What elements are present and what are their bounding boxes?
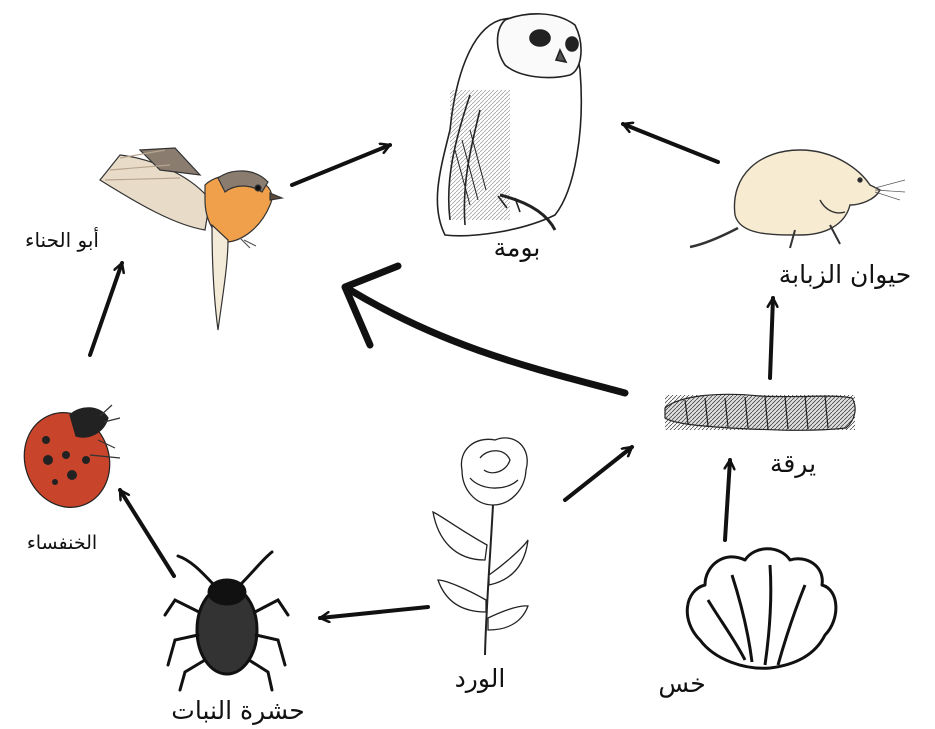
arrow-caterpillar-to-shrew [770,298,773,378]
ladybug-label: الخنفساء [27,532,97,554]
owl-illustration [437,14,581,236]
aphid-label: حشرة النبات [171,696,304,725]
shrew-label: حيوان الزبابة [779,260,911,289]
arrow-rose-to-caterpillar [565,447,632,500]
caterpillar-illustration [665,394,855,430]
rose-illustration [433,438,528,655]
shrew-illustration [690,150,905,248]
arrow-caterpillar-to-robin [345,266,625,393]
robin-illustration [100,148,282,330]
arrow-aphid-to-ladybug [120,490,174,576]
caterpillar-label: يرقة [770,449,816,478]
arrow-lettuce-to-caterpillar [725,460,730,540]
ladybug-illustration [11,401,123,520]
owl-label: بومة [494,233,541,262]
rose-label: الورد [455,664,506,693]
robin-label: أبو الحناء [25,227,99,252]
arrow-ladybug-to-robin [90,263,122,355]
arrow-robin-to-owl [292,145,390,185]
lettuce-illustration [687,549,836,669]
arrow-shrew-to-owl [623,124,718,162]
arrow-rose-to-aphid [320,607,428,618]
aphid-illustration [165,552,288,690]
lettuce-label: خس [658,669,705,698]
